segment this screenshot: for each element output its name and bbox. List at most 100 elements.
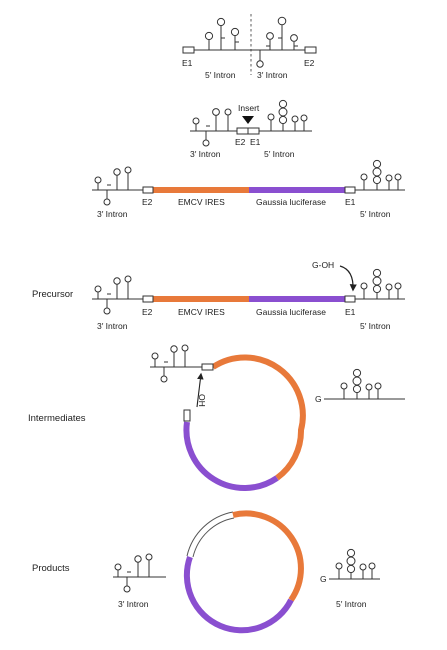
ires-arc <box>232 510 304 602</box>
gluc-arc <box>183 421 279 491</box>
oh-label: OH <box>197 394 207 407</box>
e1-label: E1 <box>345 197 356 207</box>
ires-segment <box>153 187 249 193</box>
panel-construct: E2 EMCV IRES Gaussia luciferase E1 3′ In… <box>92 159 405 219</box>
e1-exon-box <box>247 127 260 135</box>
hairpin <box>94 176 102 190</box>
hairpin-large <box>372 159 382 190</box>
hairpin <box>359 563 367 579</box>
gluc-label: Gaussia luciferase <box>256 197 326 207</box>
goh-label: G-OH <box>312 260 334 270</box>
intron5-label: 5′ Intron <box>336 599 367 609</box>
e1-exon-box <box>344 186 356 194</box>
products-label: Products <box>32 563 70 574</box>
intron5-label: 5′ Intron <box>205 70 236 80</box>
e2-label: E2 <box>142 197 153 207</box>
ires-label: EMCV IRES <box>178 307 225 317</box>
e2-label: E2 <box>235 137 246 147</box>
intron5-label: 5′ Intron <box>264 149 295 159</box>
hairpin <box>266 32 274 50</box>
hairpin-large <box>346 548 356 579</box>
hairpin <box>151 352 159 367</box>
e2-exon-box <box>236 127 249 135</box>
hairpin <box>170 345 178 367</box>
intron3-label: 3′ Intron <box>190 149 221 159</box>
e2-label: E2 <box>304 58 315 68</box>
e2-exon-box <box>142 295 154 303</box>
e1-exon-box <box>182 46 195 54</box>
panel-natural-intron: E1 E2 5′ Intron 3′ Intron <box>182 14 317 80</box>
hairpin <box>256 50 264 68</box>
hairpin <box>374 382 382 399</box>
e1-exon-box <box>344 295 356 303</box>
ires-arc <box>211 354 306 481</box>
hairpin <box>160 361 168 383</box>
hairpin <box>360 173 368 190</box>
hairpin-large <box>372 268 382 299</box>
hairpin <box>134 555 142 577</box>
hairpin <box>394 282 402 299</box>
hairpin <box>94 285 102 299</box>
hairpin <box>230 27 240 50</box>
hairpin-large <box>278 99 288 131</box>
hairpin <box>394 173 402 190</box>
e1-exon-box <box>183 409 191 422</box>
oh-attack-arrow <box>196 372 204 408</box>
hairpin <box>224 108 232 131</box>
hairpin <box>360 282 368 299</box>
hairpin <box>385 283 393 299</box>
gluc-segment <box>249 187 345 193</box>
intron3-label: 3′ Intron <box>118 599 149 609</box>
precursor-label: Precursor <box>32 289 73 300</box>
hairpin <box>385 174 393 190</box>
g-label: G <box>315 394 322 404</box>
gluc-arc <box>183 556 294 634</box>
hairpin <box>267 113 275 131</box>
hairpin <box>103 293 111 315</box>
hairpin <box>216 17 226 50</box>
hairpin <box>181 344 189 367</box>
hairpin <box>124 275 132 299</box>
hairpin <box>300 114 308 131</box>
hairpin <box>103 184 111 206</box>
g-label: G <box>320 574 327 584</box>
insert-label: Insert <box>238 103 260 113</box>
intermediates-label: Intermediates <box>28 413 86 424</box>
intron3-label: 3′ Intron <box>97 209 128 219</box>
hairpin <box>335 562 343 579</box>
e2-exon-box <box>304 46 317 54</box>
hairpin <box>124 166 132 190</box>
panel-precursor: Precursor <box>32 260 405 331</box>
e2-label: E2 <box>142 307 153 317</box>
hairpin <box>202 125 210 147</box>
insert-arrow <box>242 116 254 124</box>
intron3-label: 3′ Intron <box>97 321 128 331</box>
hairpin <box>212 108 220 131</box>
goh-attack-arrow <box>339 265 357 292</box>
exon-scar-arc <box>186 511 234 557</box>
e2-exon-box <box>142 186 154 194</box>
intron3-label: 3′ Intron <box>257 70 288 80</box>
intron5-label: 5′ Intron <box>360 209 391 219</box>
hairpin <box>291 115 299 131</box>
panel-intermediates: Intermediates OH G <box>28 344 405 491</box>
e1-label: E1 <box>345 307 356 317</box>
panel-permuted-intron: Insert E2 E1 3′ Intron 5′ Intron <box>190 99 312 159</box>
hairpin <box>113 277 121 299</box>
hairpin <box>290 34 298 50</box>
hairpin <box>123 571 131 593</box>
hairpin <box>192 117 200 131</box>
panel-products: Products 3′ Intron G <box>32 510 380 634</box>
hairpin <box>204 31 214 50</box>
hairpin <box>277 16 287 50</box>
gluc-segment <box>249 296 345 302</box>
ires-label: EMCV IRES <box>178 197 225 207</box>
hairpin <box>365 383 373 399</box>
hairpin <box>114 563 122 577</box>
e1-label: E1 <box>182 58 193 68</box>
hairpin-large <box>352 368 362 399</box>
ires-segment <box>153 296 249 302</box>
exon-scar-arc-inner <box>192 517 235 558</box>
gluc-label: Gaussia luciferase <box>256 307 326 317</box>
